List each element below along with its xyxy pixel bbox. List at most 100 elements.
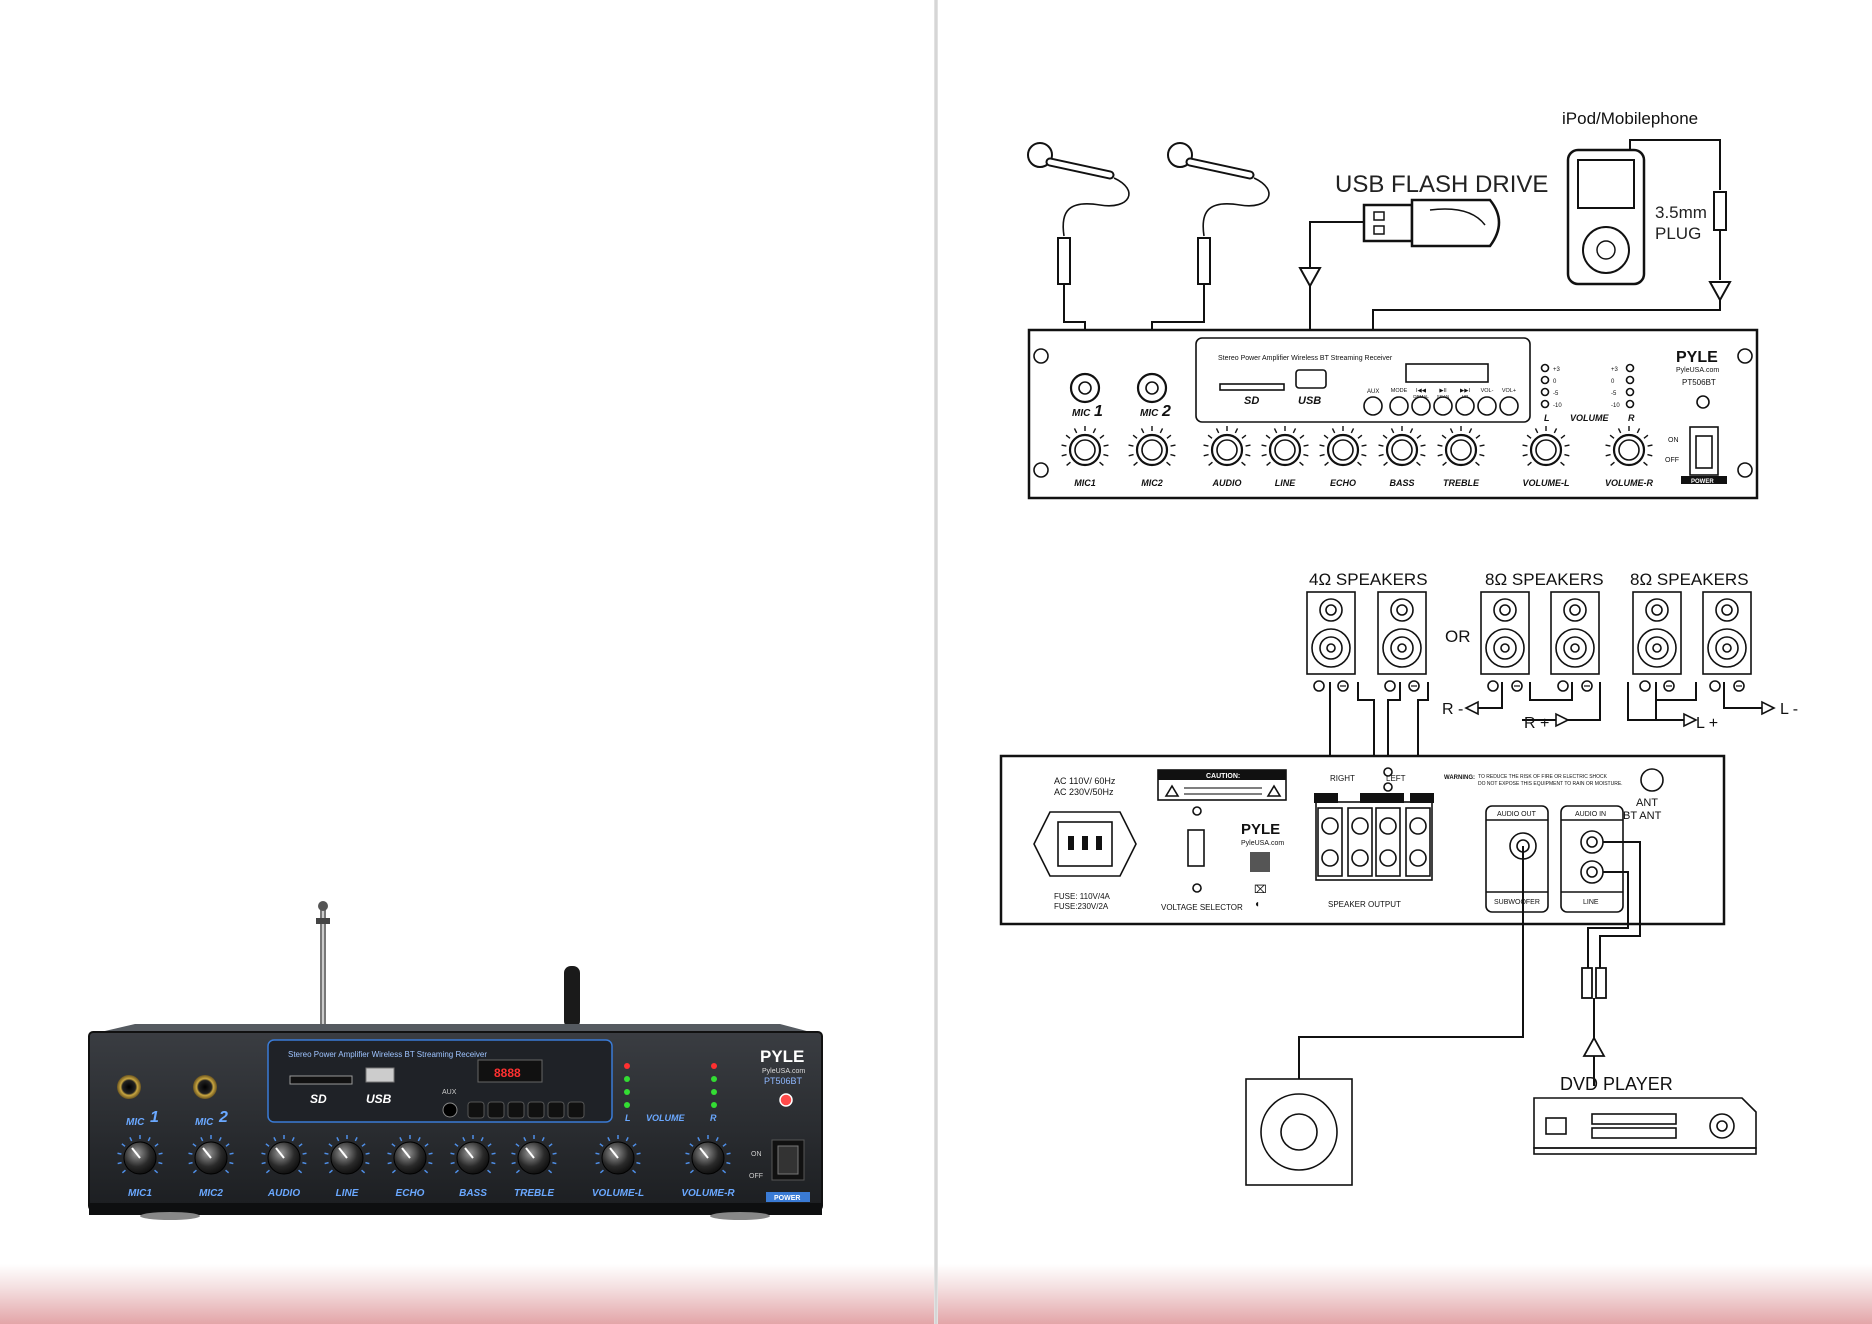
photo-site: PyleUSA.com [762, 1068, 805, 1075]
speaker-to-terminal-wires [1329, 682, 1429, 800]
front-brand-logo: PYLE [1676, 349, 1718, 366]
weee-bin-icon: ⌧ [1254, 884, 1267, 896]
warning-text-1: TO REDUCE THE RISK OF FIRE OR ELECTRIC S… [1478, 774, 1608, 780]
speaker-icon [1480, 591, 1530, 692]
dvd-player-icon [1533, 1097, 1757, 1155]
photo-l-label: L [625, 1113, 631, 1123]
ac-110-label: AC 110V/ 60Hz [1054, 776, 1116, 786]
front-button-sub-label: SCAN [1437, 394, 1450, 399]
voltage-selector-switch [1187, 829, 1205, 867]
usb-flash-drive-label: USB FLASH DRIVE [1335, 171, 1548, 198]
photo-transport-buttons [467, 1101, 585, 1119]
photo-on-label: ON [751, 1151, 762, 1158]
r-plus-label: R + [1524, 715, 1549, 732]
front-l-label: L [1544, 413, 1550, 423]
level-mark-right: +3 [1611, 367, 1619, 373]
front-button-sub-label: DEMAL [1413, 394, 1429, 399]
warning-text-2: DO NOT EXPOSE THIS EQUIPMENT TO RAIN OR … [1478, 781, 1623, 787]
photo-level-leds [624, 1063, 717, 1108]
power-led [779, 1093, 793, 1107]
front-button-label: MODE [1391, 388, 1408, 394]
front-knob-label: MIC1 [1074, 478, 1096, 488]
bt-antenna [564, 966, 580, 1028]
svg-text:8888: 8888 [494, 1066, 521, 1080]
front-on-label: ON [1668, 437, 1679, 444]
speakers-8ohm-b-label: 8Ω SPEAKERS [1630, 570, 1749, 589]
front-display-window [1195, 337, 1531, 423]
photo-knob-line: LINE [324, 1135, 370, 1199]
photo-knob-label: AUDIO [267, 1188, 300, 1199]
level-mark-left: +3 [1553, 367, 1561, 373]
front-usb-port [1295, 369, 1327, 389]
level-mark-left: -10 [1553, 403, 1562, 409]
front-button: MODE [1389, 388, 1409, 416]
front-mic1-jack [1069, 372, 1101, 404]
ac-230-label: AC 230V/50Hz [1054, 787, 1114, 797]
left-label: LEFT [1386, 774, 1406, 783]
front-knob-treble: TREBLE [1437, 426, 1485, 488]
photo-knob-label: VOLUME-L [592, 1188, 644, 1199]
photo-knob-label: MIC2 [199, 1188, 223, 1199]
rca-cable [1581, 841, 1641, 1086]
qr-code-icon [1250, 852, 1270, 872]
front-knob-line: LINE [1261, 426, 1309, 488]
photo-knob-label: LINE [336, 1188, 359, 1199]
front-button: I◀◀ [1411, 388, 1431, 416]
photo-mic1-jack [117, 1075, 141, 1099]
rear-connection-diagram: 4Ω SPEAKERS 8Ω SPEAKERS 8Ω SPEAKERS OR R… [999, 570, 1798, 1186]
photo-model: PT506BT [764, 1076, 803, 1086]
front-mic2-jack [1136, 372, 1168, 404]
level-mark-right: 0 [1611, 379, 1615, 385]
photo-brand-logo: PYLE [760, 1047, 804, 1066]
photo-knob-label: ECHO [396, 1188, 425, 1199]
rear-brand-logo: PYLE [1241, 821, 1280, 838]
ant-label: ANT [1636, 797, 1658, 809]
photo-mic2-label: MIC [195, 1117, 214, 1128]
front-power-badge [1681, 476, 1727, 484]
front-knob-label: BASS [1389, 478, 1414, 488]
front-knob-bass: BASS [1378, 426, 1426, 488]
front-connection-diagram: iPod/Mobilephone 3.5mm PLUG USB FLASH DR… [1027, 109, 1759, 500]
bt-ant-label: BT ANT [1623, 810, 1662, 822]
front-button-label: VOL- [1481, 388, 1494, 394]
front-button: ▶▶I [1455, 388, 1475, 416]
front-knob-echo: ECHO [1319, 426, 1367, 488]
front-button-label: ▶▶I [1460, 388, 1470, 394]
photo-aux-label: AUX [442, 1089, 457, 1096]
footer-band-right [938, 1264, 1872, 1324]
audio-out-label: AUDIO OUT [1497, 811, 1537, 818]
fuse-230-label: FUSE:230V/2A [1054, 902, 1109, 911]
photo-knob-label: VOLUME-R [681, 1188, 735, 1199]
photo-subtitle: Stereo Power Amplifier Wireless BT Strea… [288, 1050, 487, 1059]
speaker-icon [1306, 591, 1356, 692]
r-minus-label: R - [1442, 701, 1463, 718]
photo-mic2-number: 2 [218, 1109, 228, 1126]
photo-knob-mic1: MIC1 [117, 1135, 163, 1199]
photo-power-label: POWER [774, 1195, 800, 1202]
aux-jack [442, 1102, 458, 1118]
caution-label: CAUTION: [1206, 773, 1240, 780]
or-label: OR [1445, 627, 1471, 646]
photo-knob-volume-l: VOLUME-L [592, 1135, 644, 1199]
front-panel [1027, 328, 1759, 500]
front-volume-label: VOLUME [1570, 413, 1609, 423]
l-plus-label: L + [1696, 715, 1718, 732]
photo-knob-echo: ECHO [387, 1135, 433, 1199]
speaker-icon [1632, 591, 1682, 692]
plug-label-1: 3.5mm [1655, 203, 1707, 222]
audio-in-block [1560, 805, 1624, 913]
photo-mic1-label: MIC [126, 1117, 145, 1128]
ipod-icon [1566, 148, 1646, 286]
footer-band-left [0, 1264, 934, 1324]
voltage-selector-label: VOLTAGE SELECTOR [1161, 903, 1243, 912]
right-label: RIGHT [1330, 774, 1355, 783]
front-knob-volume-r: VOLUME-R [1605, 426, 1653, 488]
front-knob-label: ECHO [1330, 478, 1356, 488]
level-mark-left: -5 [1553, 391, 1559, 397]
front-knob-label: AUDIO [1212, 478, 1242, 488]
level-mark-right: -5 [1611, 391, 1617, 397]
photo-knob-label: BASS [459, 1188, 487, 1199]
front-knob-label: LINE [1275, 478, 1296, 488]
front-button-label: VOL+ [1502, 388, 1516, 394]
